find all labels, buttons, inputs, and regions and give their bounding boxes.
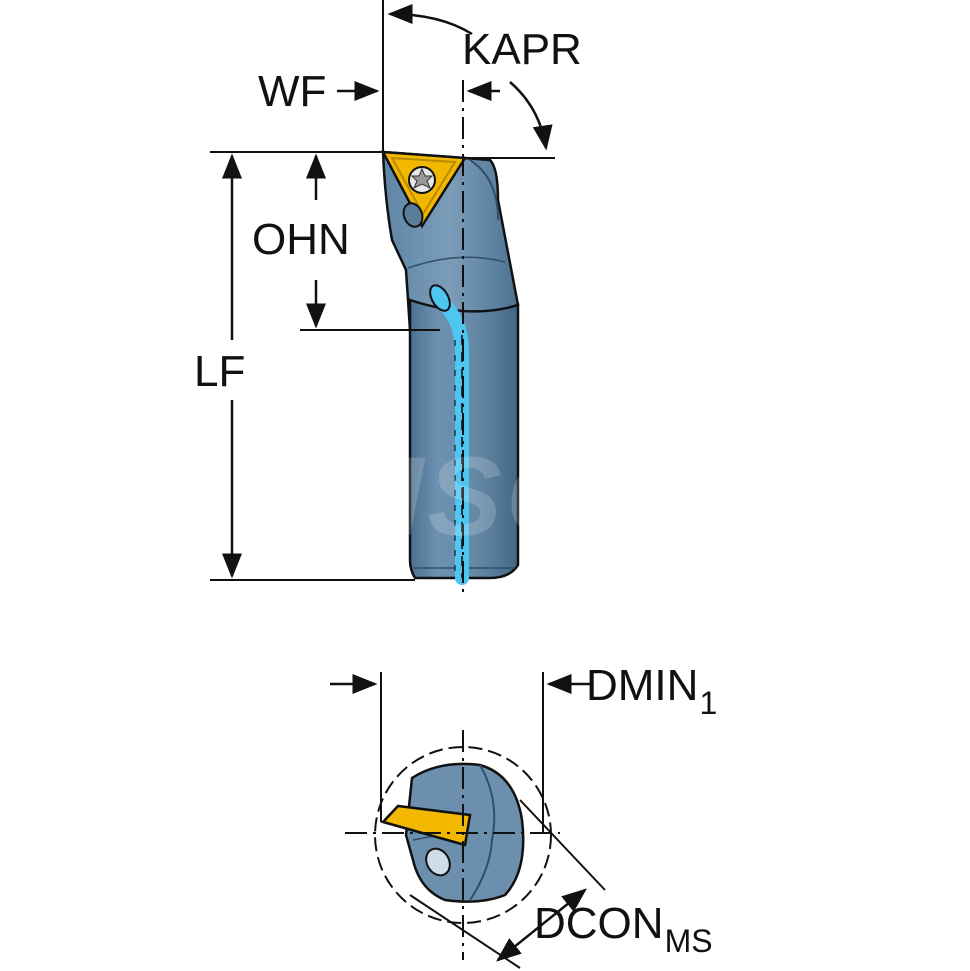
dcon-circle — [374, 746, 552, 924]
kapr-arc-lower — [509, 81, 553, 151]
label-lf: LF — [194, 347, 246, 396]
label-dmin: DMIN1 — [586, 661, 718, 722]
label-dcon-main: DCON — [534, 899, 664, 948]
label-ohn: OHN — [252, 215, 350, 264]
label-wf: WF — [258, 67, 327, 116]
label-kapr: KAPR — [462, 25, 582, 74]
end-view-insert — [380, 804, 472, 847]
side-view — [210, 0, 555, 595]
triangular-insert — [380, 150, 468, 229]
label-dcon: DCONMS — [534, 899, 713, 960]
kapr-arc — [387, 4, 473, 36]
dcon-leader-1 — [519, 799, 606, 891]
end-view — [330, 672, 606, 969]
label-dcon-sub: MS — [664, 923, 713, 960]
dcon-arrow — [496, 888, 587, 962]
coolant-outlet — [429, 284, 451, 312]
end-view-coolant-hole — [425, 847, 451, 877]
watermark: MSC — [330, 434, 591, 559]
label-dmin-sub: 1 — [699, 685, 718, 722]
label-dmin-main: DMIN — [586, 661, 699, 710]
